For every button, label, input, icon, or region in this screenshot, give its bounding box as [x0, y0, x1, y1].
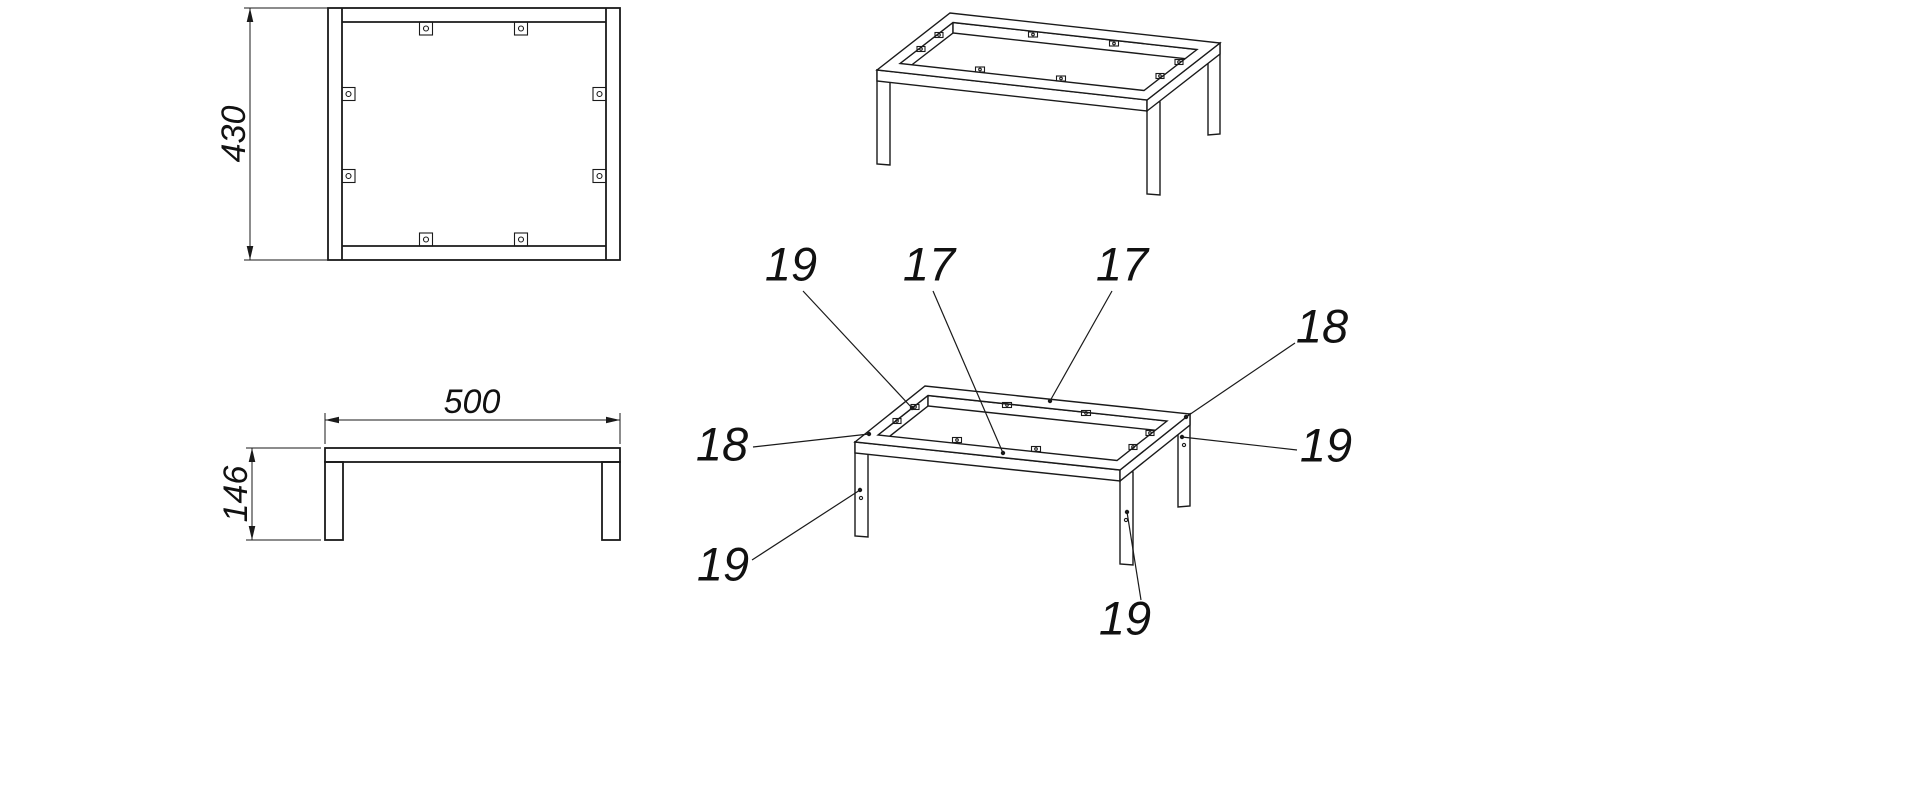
- mounting-tab-top-2: [513, 21, 529, 36]
- top-view-frame: [327, 7, 621, 261]
- callout-label: 19: [697, 537, 749, 590]
- callout-17-right: 17: [1047, 237, 1150, 404]
- front-view-frame: [324, 447, 621, 541]
- callout-label: 19: [1300, 418, 1352, 471]
- callout-label: 18: [696, 417, 748, 470]
- top-view: 430: [215, 7, 621, 261]
- arrowhead-down: [246, 246, 254, 260]
- mounting-tab-left-2: [341, 168, 356, 184]
- width-dimension: 500: [324, 383, 621, 444]
- callout-18-right: 18: [1183, 299, 1348, 420]
- height-dimension: 430: [215, 7, 328, 261]
- iso-leg-front-left: [876, 69, 891, 166]
- callout-19-top-left: 19: [765, 237, 915, 411]
- arrowhead-up: [246, 8, 254, 22]
- mounting-tab-bottom-2: [513, 232, 529, 247]
- iso-mounting-tabs: [916, 31, 1184, 82]
- arrowhead-down: [248, 526, 256, 540]
- arrowhead-up: [248, 448, 256, 462]
- mounting-tab-right-2: [592, 168, 607, 184]
- mounting-tab-right-1: [592, 86, 607, 102]
- top-rail: [324, 447, 621, 463]
- callout-mounting-tabs: [892, 401, 1155, 453]
- callout-label: 17: [903, 237, 957, 290]
- arrowhead-left: [325, 416, 339, 424]
- leg-height-dimension: 146: [217, 447, 321, 541]
- callout-leg-holes: [858, 442, 1187, 523]
- callout-19-right: 19: [1179, 418, 1352, 471]
- front-view: 500 146: [217, 383, 621, 541]
- callout-view: 19 17 17 18 18 19: [696, 237, 1352, 644]
- callout-18-left: 18: [696, 417, 872, 470]
- left-leg: [324, 461, 344, 541]
- callout-label: 18: [1296, 299, 1348, 352]
- mounting-tab-top-1: [418, 21, 434, 36]
- callout-17-left: 17: [903, 237, 1006, 456]
- callout-19-bottom-left: 19: [697, 487, 863, 590]
- isometric-view: [875, 12, 1222, 196]
- arrowhead-right: [606, 416, 620, 424]
- mounting-tab-left-1: [341, 86, 356, 102]
- callout-label: 19: [765, 237, 817, 290]
- dimension-text-430: 430: [215, 106, 253, 163]
- frame-outer-outline: [327, 7, 621, 261]
- callout-leg-front-right: [1119, 469, 1134, 566]
- dimension-text-500: 500: [444, 383, 501, 421]
- callout-19-bottom-center: 19: [1099, 509, 1151, 644]
- right-leg: [601, 461, 621, 541]
- mounting-tab-bottom-1: [418, 232, 434, 247]
- callout-label: 17: [1096, 237, 1150, 290]
- callout-label: 19: [1099, 591, 1151, 644]
- dimension-text-146: 146: [217, 466, 255, 523]
- iso-leg-front-right: [1146, 99, 1161, 196]
